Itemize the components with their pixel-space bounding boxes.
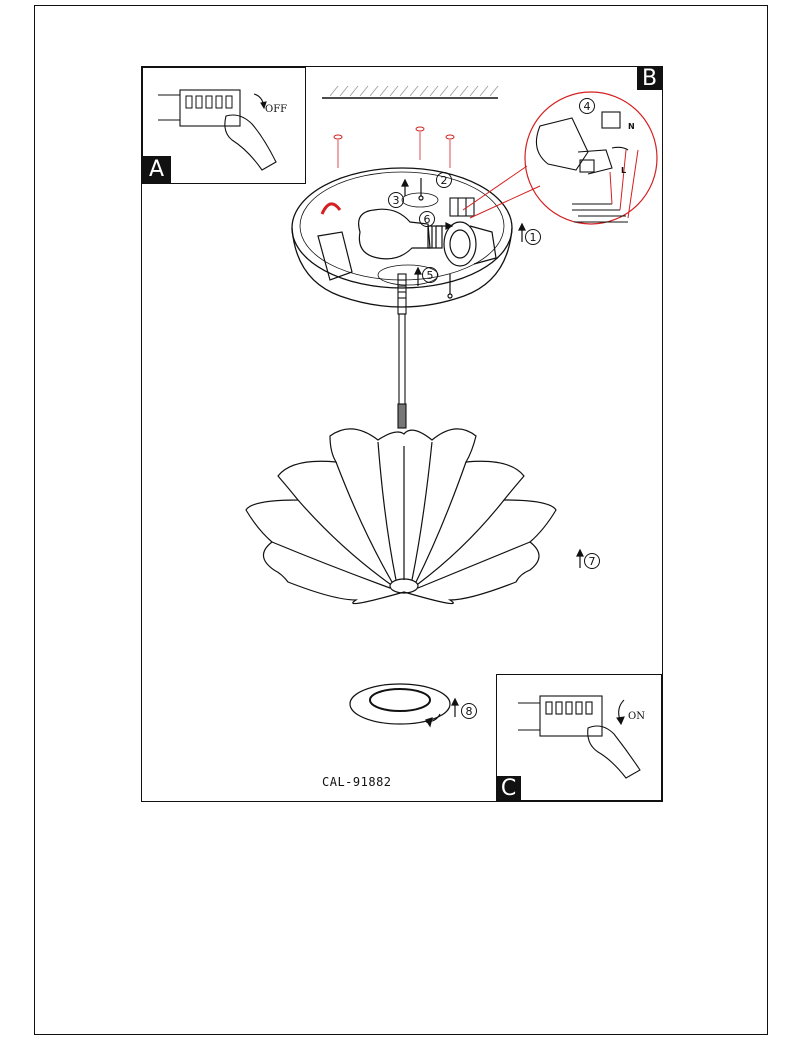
live-terminal-label: L — [621, 166, 627, 175]
driver-box — [317, 202, 353, 281]
model-code: CAL-91882 — [322, 775, 392, 789]
bulb — [358, 208, 443, 260]
step-number: 1 — [525, 229, 541, 245]
callout-zoom — [462, 91, 658, 225]
step-number: 7 — [584, 553, 600, 569]
glass-diffuser — [349, 683, 451, 728]
panel-tag-a: A — [142, 156, 171, 184]
panel-tag-b: B — [637, 67, 662, 90]
terminal-block — [449, 197, 475, 217]
step-number: 5 — [422, 267, 438, 283]
panel-tag-c: C — [496, 776, 521, 801]
step-number: 6 — [419, 211, 435, 227]
inset-power-on — [496, 674, 662, 801]
lamp-holder — [443, 221, 497, 267]
step-number: 3 — [388, 192, 404, 208]
instruction-panel — [141, 66, 663, 802]
step-number: 2 — [436, 172, 452, 188]
step-number: 8 — [461, 703, 477, 719]
wall-plugs — [333, 126, 455, 140]
switch-off-label: OFF — [265, 104, 288, 115]
lampshade — [245, 428, 557, 605]
step-number: 4 — [579, 98, 595, 114]
neutral-terminal-label: N — [628, 122, 635, 131]
ceiling-hatch — [322, 85, 499, 99]
switch-on-label: ON — [628, 711, 645, 722]
page-border — [34, 5, 768, 1035]
canopy-base — [291, 167, 513, 308]
threaded-rod — [397, 273, 407, 429]
